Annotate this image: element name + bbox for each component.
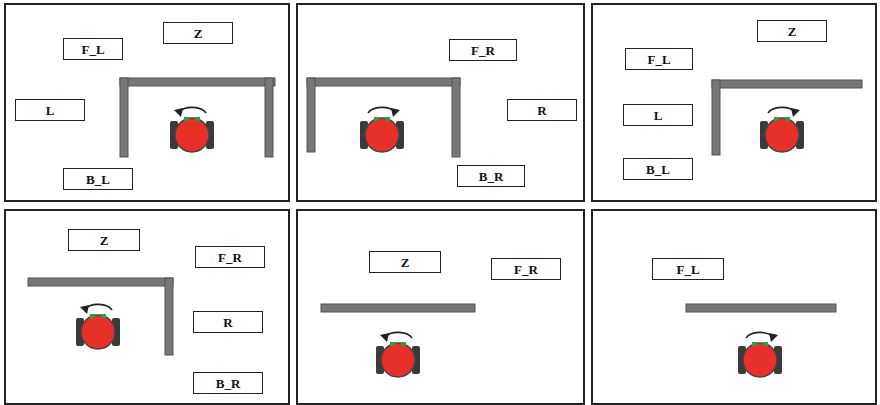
label-box: Z — [163, 22, 233, 44]
box-label: B_R — [479, 170, 504, 183]
box-label: B_R — [216, 377, 241, 390]
label-box: B_L — [63, 168, 133, 190]
panel-frame — [5, 4, 876, 404]
box-label: B_L — [646, 163, 670, 176]
label-box: Z — [757, 20, 827, 42]
label-box: R — [507, 99, 577, 121]
box-label: B_L — [86, 173, 110, 186]
box-label: F_R — [218, 251, 242, 264]
box-label: Z — [194, 27, 203, 40]
box-label: F_R — [471, 44, 495, 57]
box-label: F_L — [647, 53, 670, 66]
box-label: F_R — [514, 263, 538, 276]
box-label: R — [537, 104, 546, 117]
label-box: B_R — [457, 165, 525, 187]
wall — [28, 78, 862, 355]
label-box: B_L — [623, 158, 693, 180]
label-box: R — [193, 311, 263, 333]
robot — [76, 107, 804, 377]
label-box: F_L — [652, 258, 724, 280]
label-box: F_R — [491, 258, 561, 280]
label-box: F_R — [195, 246, 265, 268]
label-box: F_R — [449, 39, 517, 61]
box-label: F_L — [81, 43, 104, 56]
box-label: L — [654, 109, 663, 122]
label-box: L — [15, 99, 85, 121]
label-box: Z — [369, 251, 441, 273]
box-label: Z — [100, 234, 109, 247]
label-box: F_L — [625, 48, 693, 70]
box-label: L — [46, 104, 55, 117]
box-label: R — [223, 316, 232, 329]
label-box: F_L — [63, 38, 123, 60]
label-box: L — [623, 104, 693, 126]
label-box: Z — [68, 229, 140, 251]
box-label: F_L — [676, 263, 699, 276]
box-label: Z — [401, 256, 410, 269]
label-box: B_R — [193, 372, 263, 394]
box-label: Z — [788, 25, 797, 38]
